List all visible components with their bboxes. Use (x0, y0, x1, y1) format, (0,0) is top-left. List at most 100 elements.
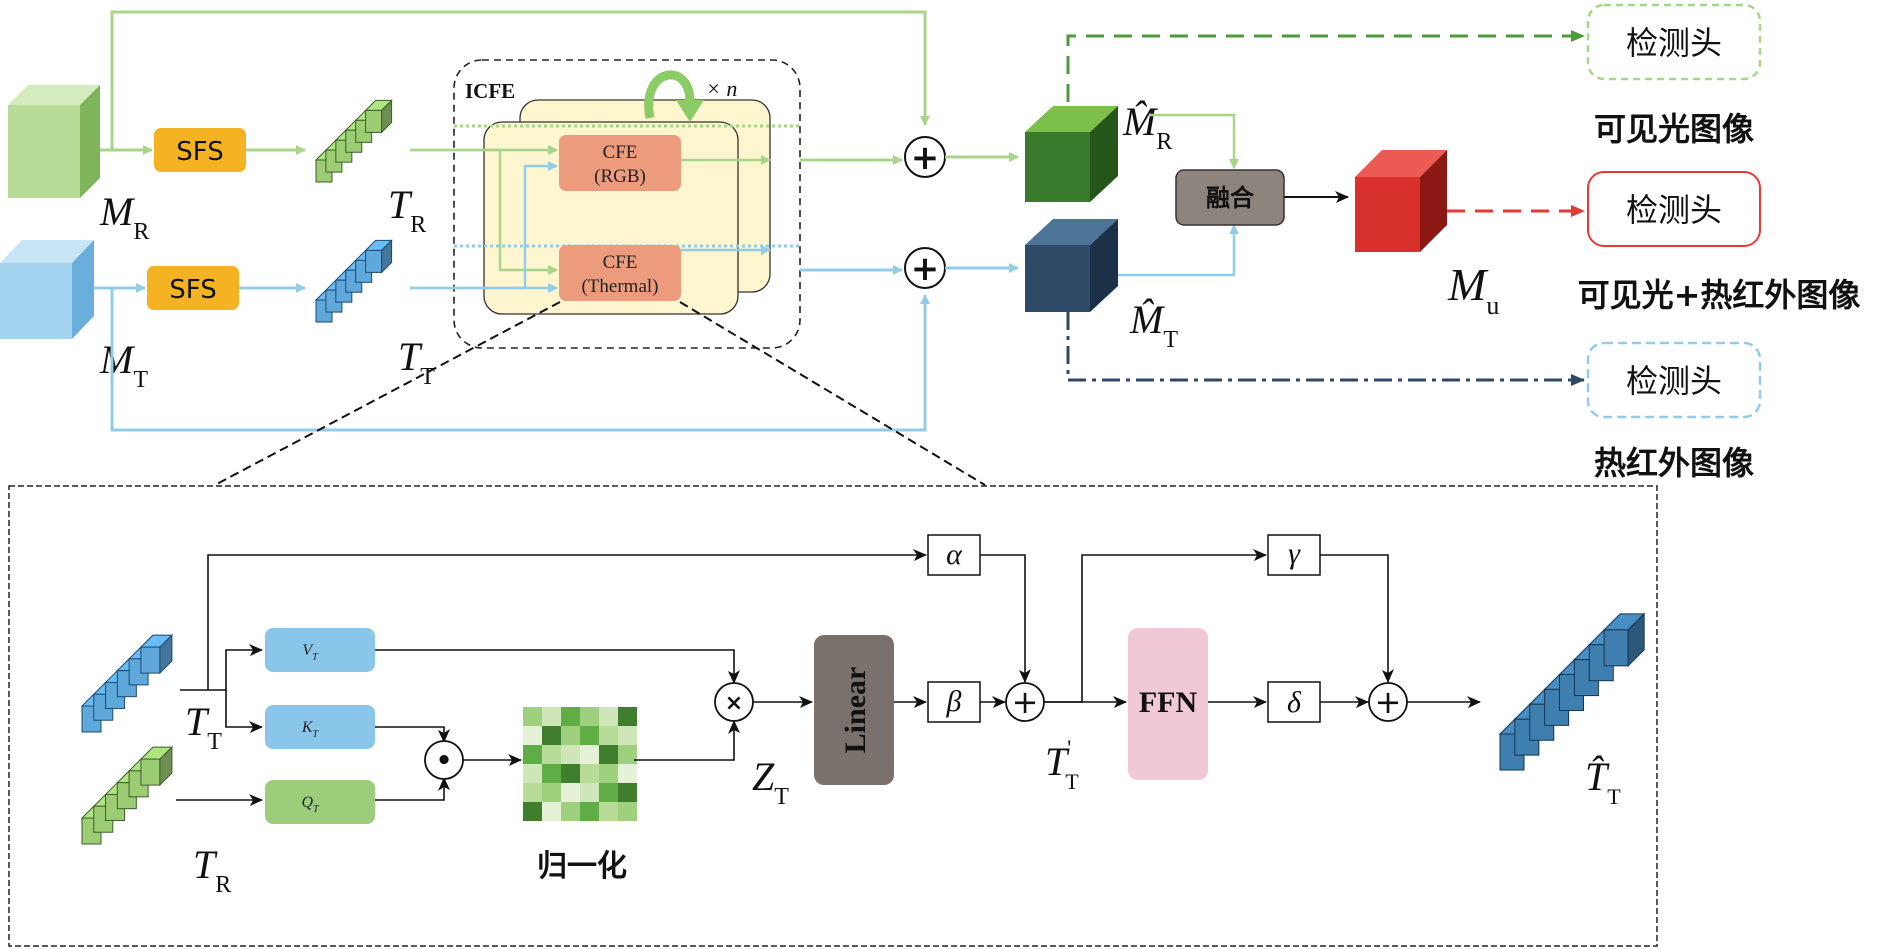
token-cell-front (140, 646, 161, 674)
v-box: VT (265, 628, 375, 672)
matrix-cell (542, 783, 561, 802)
matrix-cell (542, 802, 561, 821)
svg-text:CFE: CFE (603, 142, 638, 163)
svg-text:VT: VT (302, 642, 319, 663)
icfe-module: ICFE × n CFE (RGB) CFE (Thermal) (410, 59, 801, 349)
repeat-label: × n (706, 76, 737, 101)
matrix-cell (523, 745, 542, 764)
detail-panel (8, 485, 1658, 947)
multiply-node: × (714, 682, 754, 722)
beta-box: β (927, 681, 981, 723)
sfs-box-rgb: SFS (154, 128, 246, 172)
line-thermal-to-alpha (207, 549, 927, 690)
line-thermal-to-v (180, 644, 263, 691)
sfs-box-thermal: SFS (147, 266, 239, 310)
matrix-cell (599, 764, 618, 783)
zoom-line-left (214, 301, 561, 486)
matrix-cell (618, 802, 637, 821)
matrix-cell (561, 745, 580, 764)
q-box: QT (265, 780, 375, 824)
plus-node-2: + (1368, 682, 1408, 722)
matrix-cell (580, 783, 599, 802)
label-t-t: TT (398, 334, 435, 390)
cfe-rgb-box: CFE (RGB) (559, 135, 681, 191)
input-cube-thermal (0, 240, 94, 339)
detection-head-thermal: 检测头 (1586, 341, 1762, 419)
token-strip-rgb (314, 99, 393, 183)
detail-token-rgb (80, 745, 174, 845)
line-q-to-dot (375, 777, 450, 801)
matrix-cell (618, 745, 637, 764)
matrix-cell (618, 726, 637, 745)
matrix-cell (599, 745, 618, 764)
token-cell-side (159, 745, 173, 787)
skip-line-thermal (110, 288, 930, 432)
matrix-cell (599, 802, 618, 821)
matrix-cell (561, 707, 580, 726)
cfe-thermal-box: CFE (Thermal) (559, 245, 681, 301)
arrow-out-rgb-to-fusion (1150, 113, 1239, 169)
matrix-cell (561, 783, 580, 802)
svg-text:FFN: FFN (1139, 686, 1198, 719)
svg-text:融合: 融合 (1206, 184, 1255, 212)
matrix-cell (542, 745, 561, 764)
plus-node-1: + (1005, 682, 1045, 722)
svg-text:SFS: SFS (176, 137, 224, 167)
label-m-u: Mu (1447, 259, 1499, 320)
line-alpha-to-plus (980, 554, 1031, 683)
matrix-cell (561, 802, 580, 821)
matrix-cell (542, 707, 561, 726)
matrix-cell (523, 802, 542, 821)
matrix-cell (599, 783, 618, 802)
ffn-box: FFN (1128, 628, 1208, 780)
label-m-hat-t: M̂T (1129, 297, 1178, 353)
matrix-cell (618, 707, 637, 726)
input-cube-rgb (8, 85, 100, 198)
matrix-cell (561, 764, 580, 783)
token-cell-front (365, 249, 383, 273)
token-cell-side (381, 239, 393, 274)
alpha-box: α (927, 534, 981, 576)
line-gamma-to-plus (1320, 554, 1394, 683)
token-cell-front (365, 109, 383, 133)
svg-text:Linear: Linear (839, 667, 872, 754)
output-cube-thermal (1025, 219, 1118, 312)
attention-matrix (523, 707, 637, 821)
plus-node-thermal: + (904, 247, 946, 289)
svg-text:+: + (911, 138, 940, 178)
arrow-out-rgb-to-head (1066, 30, 1585, 102)
delta-box: δ (1267, 681, 1321, 723)
linear-box: Linear (814, 635, 894, 785)
matrix-cell (599, 726, 618, 745)
svg-text:检测头: 检测头 (1626, 362, 1722, 400)
svg-text:β: β (946, 685, 962, 718)
label-t-hat-t: T̂T (1585, 754, 1621, 809)
arrow-out-thermal-to-head (1066, 312, 1585, 386)
matrix-cell (523, 764, 542, 783)
token-cell-side (1627, 612, 1645, 668)
svg-text:+: + (911, 249, 940, 289)
line-thermal-to-k (225, 690, 263, 733)
svg-text:检测头: 检测头 (1626, 191, 1722, 229)
svg-text:KT: KT (301, 719, 320, 740)
icfe-label: ICFE (465, 79, 515, 103)
arrow-out-thermal-to-fusion (1118, 224, 1239, 277)
matrix-cell (561, 726, 580, 745)
matrix-cell (580, 745, 599, 764)
token-cell-side (381, 99, 393, 134)
detection-head-rgb: 检测头 (1586, 3, 1762, 81)
loop-arrow (644, 70, 695, 119)
gamma-box: γ (1267, 534, 1321, 576)
svg-text:CFE: CFE (603, 252, 638, 273)
label-t-prime: T'T (1045, 735, 1079, 794)
label-detail-t-t: TT (185, 699, 222, 755)
detection-head-fused: 检测头 (1587, 171, 1761, 247)
matrix-cell (542, 726, 561, 745)
output-cube-rgb (1025, 106, 1118, 202)
label-m-r: MR (99, 189, 149, 245)
svg-text:检测头: 检测头 (1626, 24, 1722, 62)
line-k-to-dot (375, 726, 450, 743)
matrix-cell (580, 707, 599, 726)
matrix-cell (523, 783, 542, 802)
svg-text:•: • (436, 746, 453, 776)
